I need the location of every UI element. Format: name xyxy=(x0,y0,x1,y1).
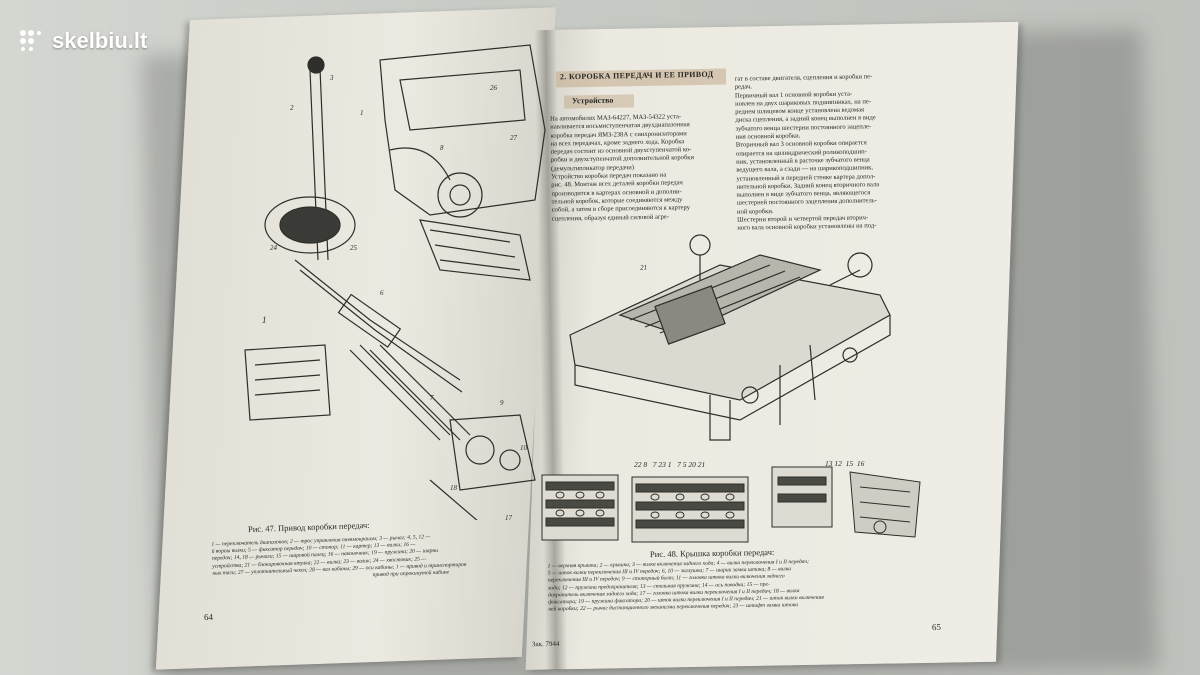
svg-text:6: 6 xyxy=(380,289,384,297)
shift-mechanism-detail-right xyxy=(771,466,921,538)
gearbox-cover-drawing xyxy=(569,234,891,441)
fig48-callouts-bottom-right: 13 12 15 16 xyxy=(825,459,865,468)
svg-text:7: 7 xyxy=(430,394,434,402)
shift-rail-section-left xyxy=(541,474,619,541)
right-page-number: 65 xyxy=(931,621,942,633)
body-column-1: На автомобилях МАЗ-64227, МАЗ-54322 уста… xyxy=(550,112,732,223)
watermark-text: skelbiu.lt xyxy=(52,28,148,53)
left-page-number: 64 xyxy=(203,611,214,623)
fig48-callouts-bottom-mid: 22 8 7 23 1 7 5 20 21 xyxy=(634,460,706,469)
svg-text:3: 3 xyxy=(329,74,334,82)
fig48-caption-lines: 1 — верхняя крышка; 2 — крышка; 3 — вилк… xyxy=(548,557,949,614)
svg-text:24: 24 xyxy=(270,244,278,252)
figure-label: 1 xyxy=(262,315,267,325)
svg-text:1: 1 xyxy=(360,109,364,117)
body-column-2: гат в составе двигателя, сцепления и кор… xyxy=(735,72,928,233)
svg-text:17: 17 xyxy=(505,514,513,520)
dots-logo-icon xyxy=(20,30,41,51)
callout: 21 xyxy=(639,263,648,272)
svg-text:9: 9 xyxy=(500,399,504,407)
footer-imprint: Зак. 7944 xyxy=(531,639,560,649)
svg-text:26: 26 xyxy=(490,84,498,92)
svg-text:16: 16 xyxy=(490,519,498,520)
shift-rail-section-mid xyxy=(631,476,749,543)
svg-text:2: 2 xyxy=(290,104,294,112)
svg-text:27: 27 xyxy=(510,134,518,142)
svg-text:8: 8 xyxy=(440,144,444,152)
gearshift-linkage-drawing: 3 2 1 26 27 8 24 25 6 7 9 10 18 16 17 xyxy=(244,44,546,520)
svg-text:10: 10 xyxy=(520,444,528,452)
svg-text:25: 25 xyxy=(350,244,358,252)
watermark-logo: skelbiu.lt xyxy=(18,28,147,54)
section-heading: Устройство xyxy=(571,95,614,106)
svg-text:18: 18 xyxy=(450,484,458,492)
